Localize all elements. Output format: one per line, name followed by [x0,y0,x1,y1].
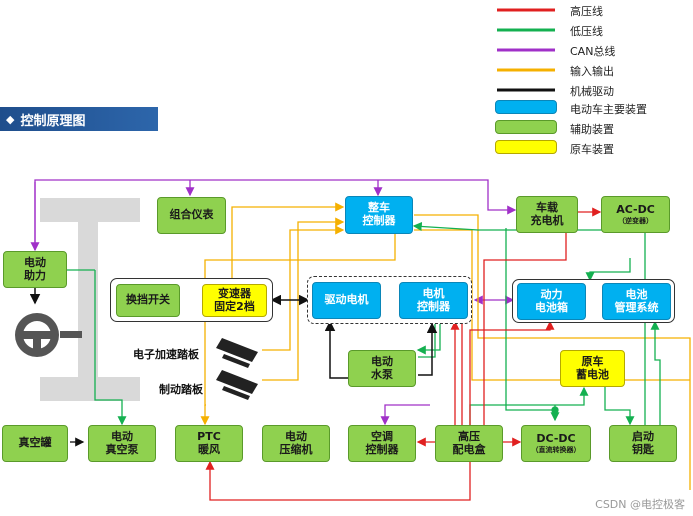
vacuum-pump-label-1: 电动 [111,429,133,443]
vacuum-tank: 真空罐 [2,425,68,462]
ac-ctrl-label-2: 控制器 [365,442,399,456]
ptc-label-1: PTC [197,429,221,443]
legend-main-device-swatch [495,100,557,114]
eps-label-1: 电动 [24,255,46,269]
high-voltage-lines [205,207,602,501]
electric-power-steering: 电动 助力 [3,251,67,288]
key-label-2: 钥匙 [632,442,654,456]
hv-box-label-2: 配电盒 [452,442,486,456]
legend-mech-label: 机械驱动 [570,85,614,98]
start-key: 启动 钥匙 [609,425,677,462]
gearbox-label-1: 变速器 [218,286,251,300]
hv-distribution-box: 高压 配电盒 [435,425,503,462]
ac-controller: 空调 控制器 [348,425,416,462]
brake-pedal-label: 制动踏板 [159,383,203,396]
electric-vacuum-pump: 电动 真空泵 [88,425,156,462]
shift-switch-label: 换挡开关 [126,293,170,307]
electric-water-pump: 电动 水泵 [348,350,416,387]
hv-box-label-1: 高压 [458,429,480,443]
motor-controller: 电机 控制器 [399,282,468,319]
legend-aux-device-label: 辅助装置 [570,123,614,136]
legend-io-label: 输入输出 [570,65,614,78]
vcu-label-1: 整车 [368,201,390,215]
pump-label-1: 电动 [371,354,393,368]
legend-main-device-label: 电动车主要装置 [570,103,647,116]
chassis-frame [40,198,140,401]
acdc-label: AC-DC [616,202,655,216]
instrument-cluster: 组合仪表 [157,197,226,234]
legend-original-device-label: 原车装置 [570,143,614,156]
accelerator-pedal-label: 电子加速踏板 [133,348,199,361]
low-voltage-lines [65,221,661,426]
lv-battery-label-1: 原车 [581,354,604,368]
legend-hv-label: 高压线 [570,5,603,18]
legend-can-label: CAN总线 [570,45,616,58]
mcu-label-1: 电机 [422,286,445,300]
ac-ctrl-label-1: 空调 [371,429,393,443]
acdc-sub-label: （逆变器） [618,217,653,226]
io-lines [200,202,691,490]
gearbox: 变速器 固定2档 [202,284,267,317]
vacuum-tank-label: 真空罐 [18,436,52,450]
dcdc-label: DC-DC [536,431,576,445]
dcdc-sub-label: （直流转换器） [531,446,581,455]
onboard-charger: 车载 充电机 [516,196,578,233]
power-battery-pack: 动力 电池箱 [517,283,586,320]
legend-lv-label: 低压线 [570,25,603,38]
accelerator-pedal-icon [216,338,258,368]
dc-dc-converter: DC-DC （直流转换器） [521,425,591,462]
watermark: CSDN @电控极客 [595,498,685,511]
battery-label-1: 动力 [540,287,563,301]
instrument-cluster-label: 组合仪表 [169,208,214,222]
ptc-heater: PTC 暖风 [175,425,243,462]
bms-label-2: 管理系统 [614,300,659,314]
compressor-label-1: 电动 [285,429,307,443]
lv-battery-label-2: 蓄电池 [576,367,609,381]
compressor-label-2: 压缩机 [279,442,313,456]
steering-wheel-icon [15,313,82,357]
battery-management-system: 电池 管理系统 [602,283,671,320]
bms-label-1: 电池 [625,287,648,301]
section-title-bar: ◆ 控制原理图 [0,107,158,131]
gearbox-label-2: 固定2档 [214,299,255,313]
ac-dc-inverter: AC-DC （逆变器） [601,196,670,233]
eps-label-2: 助力 [24,268,46,282]
legend-original-device-swatch [495,140,557,154]
drive-motor-label: 驱动电机 [324,293,369,307]
electric-compressor: 电动 压缩机 [262,425,330,462]
pump-label-2: 水泵 [371,367,393,381]
diamond-icon: ◆ [6,112,15,126]
ptc-label-2: 暖风 [198,442,220,456]
mcu-label-2: 控制器 [417,299,450,313]
charger-label-2: 充电机 [530,213,564,227]
drive-motor: 驱动电机 [312,282,381,319]
page-title: 控制原理图 [20,113,86,129]
can-bus-lines [30,179,602,426]
battery-label-2: 电池箱 [535,300,568,314]
shift-switch: 换挡开关 [116,284,180,317]
brake-pedal-icon [216,370,258,400]
vacuum-pump-label-2: 真空泵 [105,442,139,456]
legend-lines [497,8,555,92]
low-voltage-battery: 原车 蓄电池 [560,350,625,387]
legend-aux-device-swatch [495,120,557,134]
key-label-1: 启动 [632,429,654,443]
vehicle-control-unit: 整车 控制器 [345,196,413,234]
charger-label-1: 车载 [536,200,558,214]
vcu-label-2: 控制器 [362,214,396,227]
